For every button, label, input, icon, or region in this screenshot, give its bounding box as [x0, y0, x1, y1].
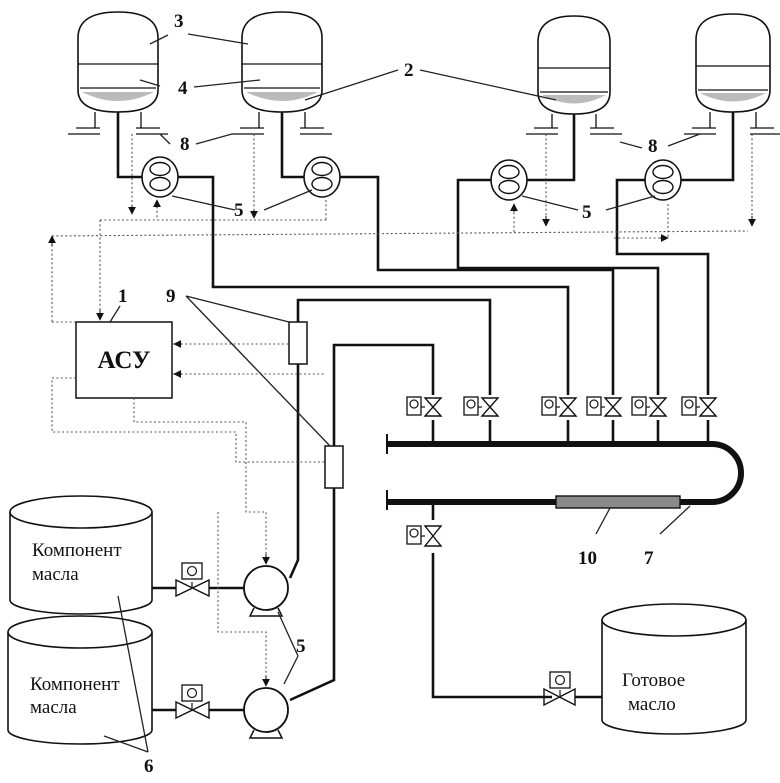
valve-tank-1 — [175, 562, 210, 598]
flowmeter-1 — [288, 321, 308, 365]
valve-1 — [406, 396, 443, 417]
acs-label: АСУ — [98, 347, 151, 374]
vessel-4 — [684, 13, 780, 135]
vessel-2 — [232, 11, 332, 135]
label-4: 4 — [178, 78, 188, 99]
tank2-label-line2: масла — [30, 697, 77, 718]
valve-2 — [463, 396, 500, 417]
pipelines — [116, 112, 735, 712]
vessel-1 — [68, 11, 168, 135]
valve-tank-2 — [175, 684, 210, 720]
label-7: 7 — [644, 548, 654, 569]
label-8a: 8 — [180, 134, 190, 155]
static-mixer — [555, 495, 681, 509]
tank1-label-line2: масла — [32, 564, 79, 585]
vessel-3 — [526, 15, 622, 135]
mixing-pipe — [386, 434, 744, 510]
valve-5 — [631, 396, 668, 417]
component-tank-2: Компонент масла — [7, 615, 153, 745]
valve-3 — [541, 396, 578, 417]
valve-4 — [586, 396, 623, 417]
control-system-box: АСУ — [75, 321, 173, 399]
flowmeter-2 — [324, 445, 344, 489]
gear-pump-4 — [644, 159, 682, 201]
label-10: 10 — [578, 548, 597, 569]
centrifugal-pump-1 — [243, 565, 289, 617]
gear-pump-1 — [141, 156, 179, 198]
product-tank: Готовое масло — [601, 603, 747, 735]
product-label-line1: Готовое — [622, 670, 685, 691]
callout-numbers: 3 4 2 8 8 5 5 1 9 10 7 5 6 — [118, 11, 658, 777]
label-5c: 5 — [296, 636, 306, 657]
label-5a: 5 — [234, 200, 244, 221]
gear-pump-3 — [490, 159, 528, 201]
product-label-line2: масло — [628, 694, 676, 715]
leader-lines — [103, 33, 701, 753]
valve-6 — [681, 396, 718, 417]
label-6: 6 — [144, 756, 154, 777]
label-9: 9 — [166, 286, 176, 307]
valve-product — [543, 671, 576, 707]
valves — [175, 396, 718, 720]
tank1-label-line1: Компонент — [32, 540, 122, 561]
valve-outlet — [406, 525, 443, 547]
label-5b: 5 — [582, 202, 592, 223]
signal-lines — [48, 134, 756, 687]
component-tank-1: Компонент масла — [9, 495, 153, 615]
label-8b: 8 — [648, 136, 658, 157]
label-2: 2 — [404, 60, 414, 81]
tank2-label-line1: Компонент — [30, 674, 120, 695]
label-3: 3 — [174, 11, 184, 32]
centrifugal-pump-2 — [243, 687, 289, 739]
label-1: 1 — [118, 286, 128, 307]
